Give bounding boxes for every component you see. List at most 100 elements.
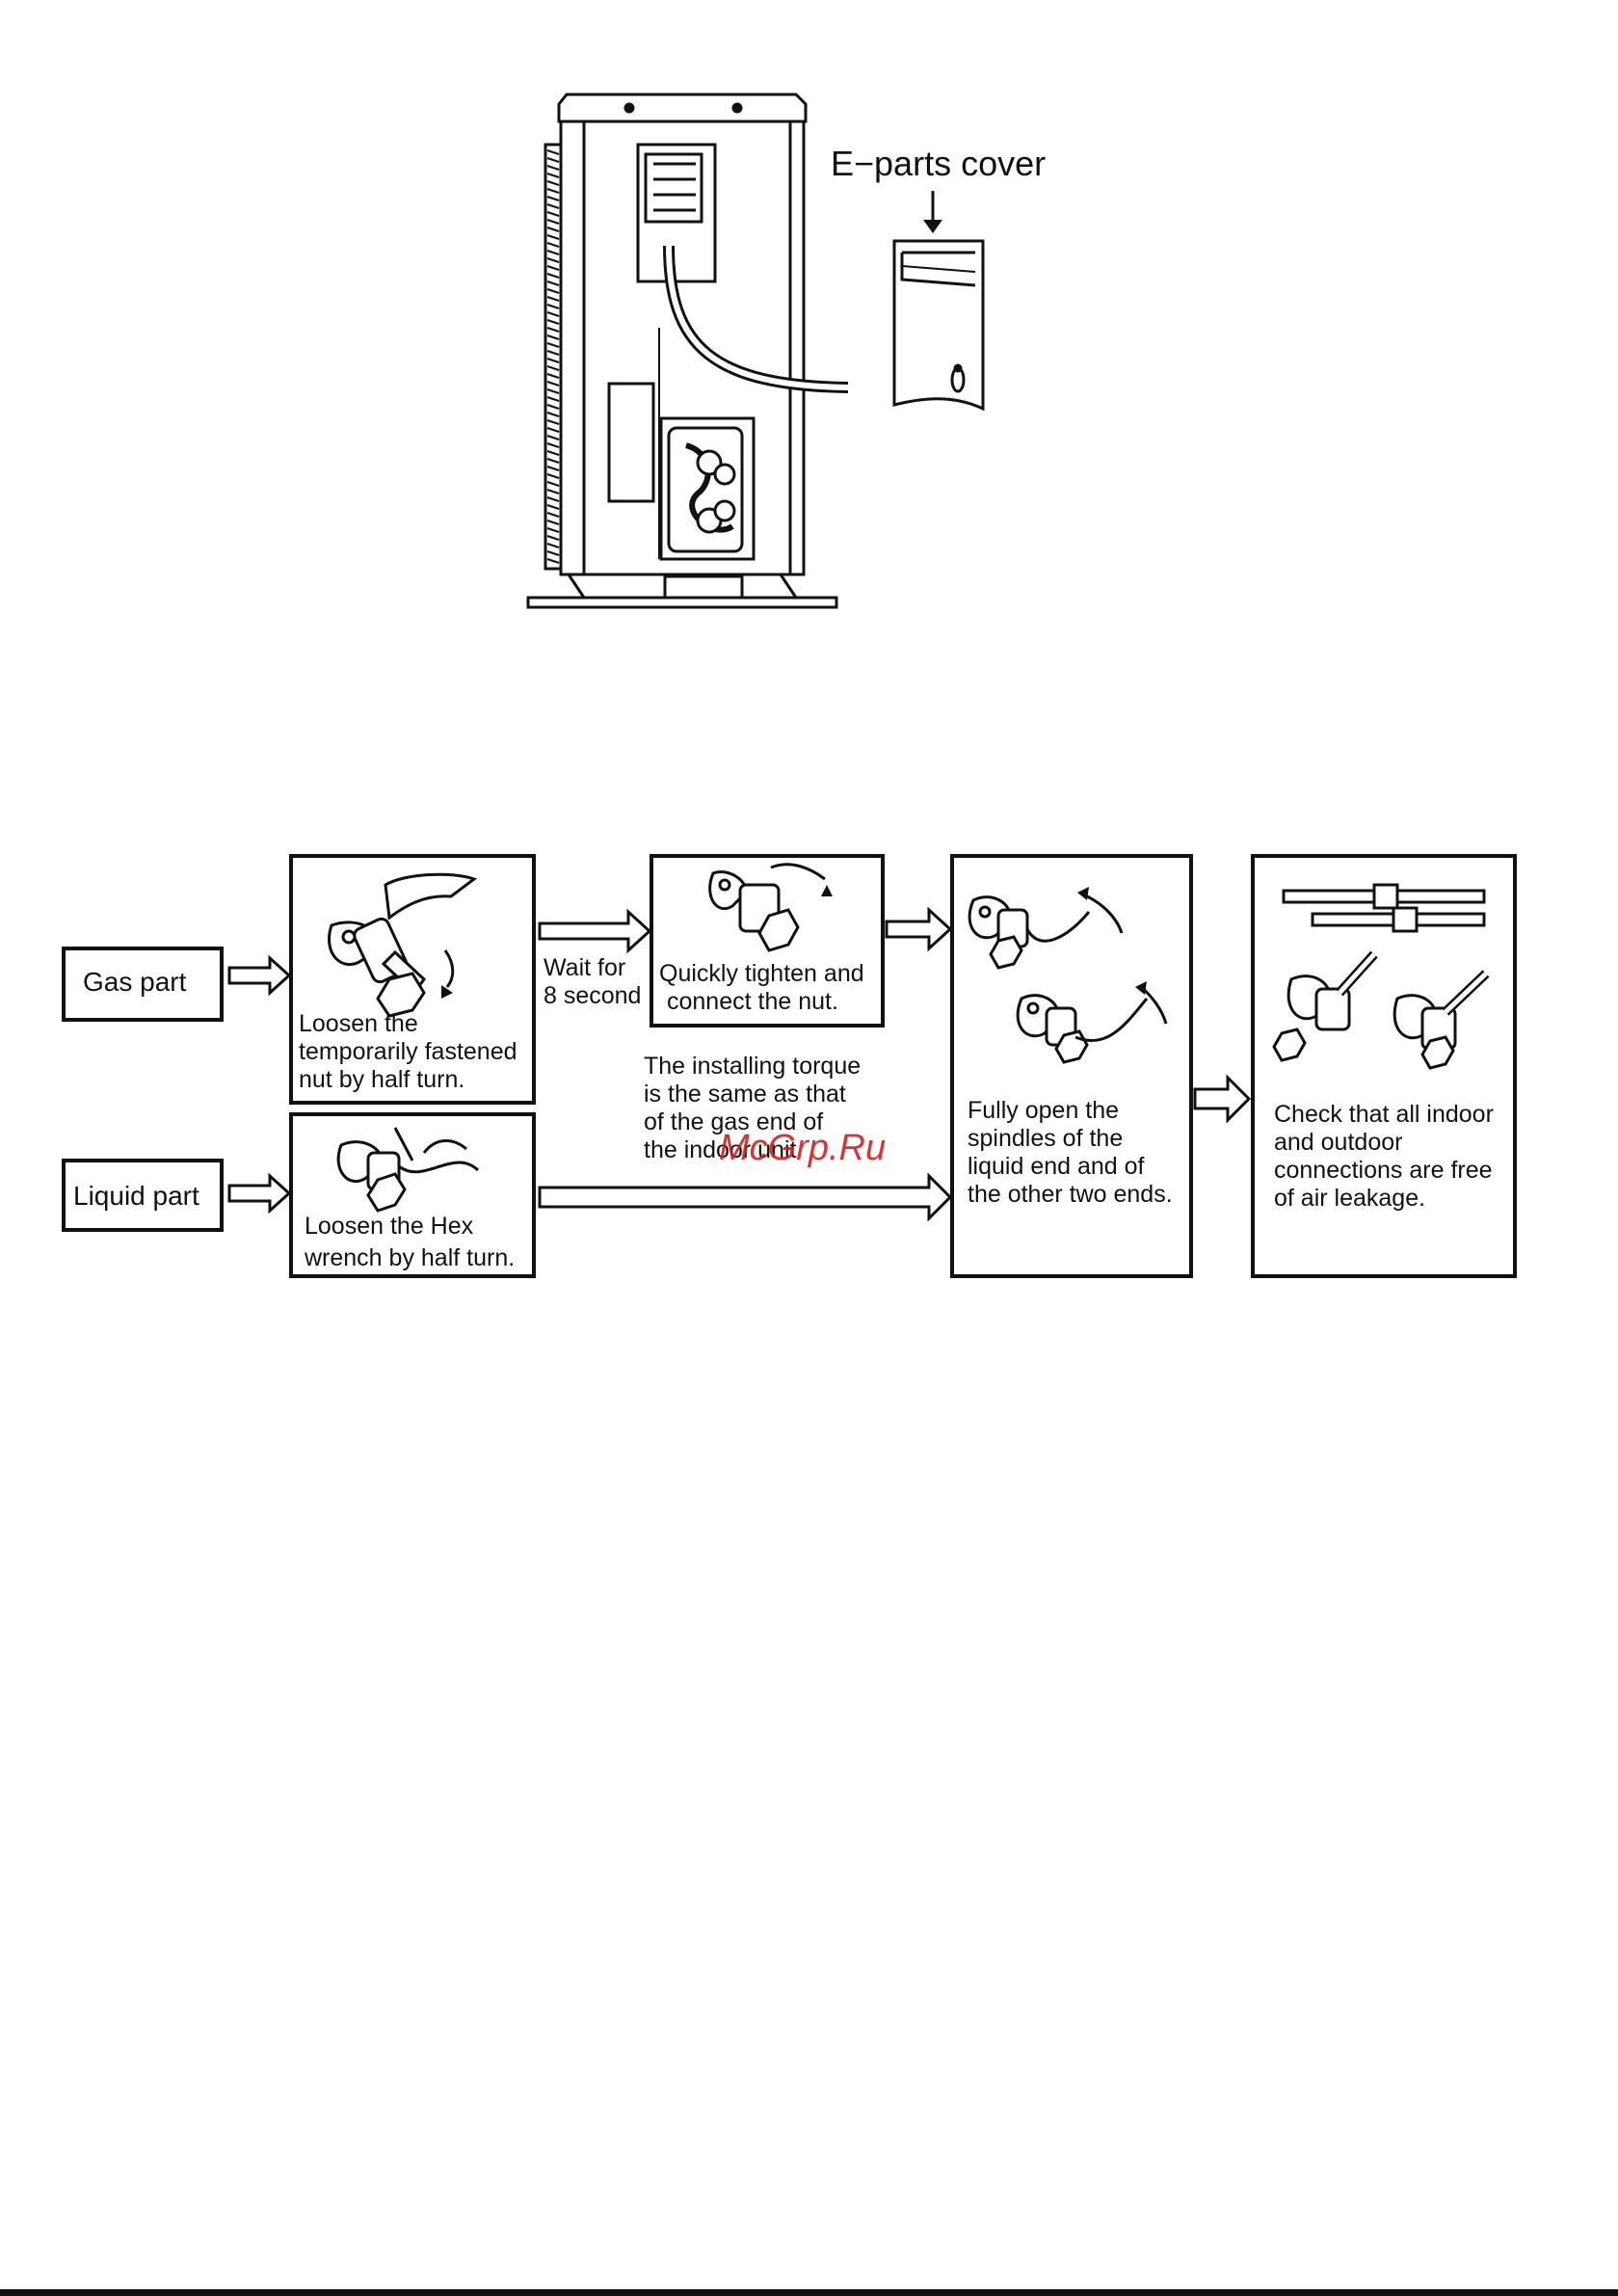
fin-line bbox=[546, 334, 560, 340]
arrow-loosen-to-tighten bbox=[538, 908, 652, 954]
fin-line bbox=[546, 358, 560, 363]
outdoor-unit-illustration bbox=[526, 93, 985, 609]
fin-line bbox=[546, 365, 560, 371]
fin-line bbox=[546, 203, 560, 209]
fin-line bbox=[546, 404, 560, 410]
fin-line bbox=[546, 481, 560, 487]
tighten-illustration bbox=[708, 863, 826, 952]
fin-line bbox=[546, 442, 560, 448]
arrow-liquid-to-open bbox=[538, 1172, 953, 1222]
fin-line bbox=[546, 450, 560, 456]
fin-line bbox=[546, 273, 560, 279]
arrow-tighten-to-open bbox=[885, 906, 953, 952]
wait-text: Wait for 8 second bbox=[544, 954, 641, 1010]
fin-line bbox=[546, 149, 560, 155]
arrow-open-to-check bbox=[1193, 1074, 1252, 1124]
fin-line bbox=[546, 419, 560, 425]
step-liquid-loosen-text: Loosen the Hex wrench by half turn. bbox=[305, 1211, 515, 1274]
step-open-line-2: spindles of the bbox=[968, 1125, 1124, 1152]
watermark: McGrp.Ru bbox=[719, 1128, 887, 1168]
fin-line bbox=[546, 219, 560, 225]
fin-line bbox=[546, 527, 560, 533]
fin-line bbox=[546, 466, 560, 471]
step-liquid-loosen-line-2: wrench by half turn. bbox=[305, 1244, 516, 1271]
gas-part-label: Gas part bbox=[83, 967, 187, 997]
fin-line bbox=[546, 227, 560, 232]
fin-line bbox=[546, 296, 560, 302]
fin-line bbox=[546, 250, 560, 255]
fin-line bbox=[546, 550, 560, 556]
fin-line bbox=[546, 280, 560, 286]
torque-line-1: The installing torque bbox=[644, 1053, 862, 1080]
page-bottom-rule bbox=[0, 2289, 1618, 2296]
fin-line bbox=[546, 373, 560, 379]
step-gas-loosen-line-2: temporarily fastened bbox=[299, 1038, 517, 1065]
fin-line bbox=[546, 412, 560, 417]
fin-line bbox=[546, 543, 560, 548]
fin-line bbox=[546, 242, 560, 248]
fin-line bbox=[546, 512, 560, 518]
fin-line bbox=[546, 319, 560, 325]
fin-line bbox=[546, 188, 560, 194]
fin-line bbox=[546, 381, 560, 387]
step-gas-loosen-text: Loosen the temporarily fastened nut by h… bbox=[299, 1010, 517, 1094]
eparts-cover-label: E−parts cover bbox=[831, 144, 1047, 183]
step-open-line-1: Fully open the bbox=[968, 1097, 1120, 1124]
fin-line bbox=[546, 327, 560, 333]
open-spindles-illustration bbox=[968, 893, 1168, 1064]
fin-line bbox=[546, 388, 560, 394]
torque-line-4: the indoor unit bbox=[644, 1136, 797, 1163]
fin-line bbox=[546, 489, 560, 494]
fin-line bbox=[546, 288, 560, 294]
step-check-line-4: of air leakage. bbox=[1274, 1185, 1426, 1212]
step-tighten-text: Quickly tighten and connect the nut. bbox=[659, 960, 864, 1016]
fin-line bbox=[546, 427, 560, 433]
fin-line bbox=[546, 350, 560, 356]
fin-line bbox=[546, 304, 560, 309]
fin-line bbox=[546, 496, 560, 502]
fin-line bbox=[546, 558, 560, 564]
step-check-line-2: and outdoor bbox=[1274, 1129, 1403, 1156]
step-liquid-loosen-box bbox=[289, 1112, 536, 1278]
fin-line bbox=[546, 396, 560, 402]
gas-part-box bbox=[62, 947, 224, 1022]
fin-line bbox=[546, 535, 560, 541]
liquid-part-label: Liquid part bbox=[73, 1181, 199, 1211]
fin-line bbox=[546, 173, 560, 178]
step-tighten-line-2: connect the nut. bbox=[667, 988, 838, 1015]
fin-hatching bbox=[546, 149, 560, 564]
step-open-line-3: liquid end and of bbox=[968, 1153, 1145, 1180]
fin-line bbox=[546, 180, 560, 186]
fin-line bbox=[546, 211, 560, 217]
torque-line-2: is the same as that bbox=[644, 1081, 846, 1108]
fin-line bbox=[546, 520, 560, 525]
hex-wrench-illustration bbox=[336, 1127, 480, 1213]
flow-arrows-and-illustrations bbox=[227, 863, 1490, 1222]
step-liquid-loosen-line-1: Loosen the Hex bbox=[305, 1213, 474, 1240]
step-check-line-3: connections are free bbox=[1274, 1157, 1493, 1184]
fin-line bbox=[546, 196, 560, 201]
fin-line bbox=[546, 473, 560, 479]
step-open-line-4: the other two ends. bbox=[968, 1181, 1173, 1208]
fin-line bbox=[546, 458, 560, 464]
fin-line bbox=[546, 342, 560, 348]
arrow-liquid-to-loosen bbox=[227, 1172, 292, 1215]
arrow-gas-to-loosen bbox=[227, 954, 292, 997]
fin-line bbox=[546, 157, 560, 163]
torque-line-3: of the gas end of bbox=[644, 1108, 824, 1135]
fin-line bbox=[546, 257, 560, 263]
step-check-line-1: Check that all indoor bbox=[1274, 1101, 1494, 1128]
liquid-part-box bbox=[62, 1159, 224, 1232]
step-gas-loosen-line-3: nut by half turn. bbox=[299, 1066, 465, 1093]
fin-line bbox=[546, 265, 560, 271]
step-open-text: Fully open the spindles of the liquid en… bbox=[968, 1097, 1173, 1209]
valve-hand-illustration bbox=[328, 872, 478, 1018]
torque-note: The installing torque is the same as tha… bbox=[644, 1053, 861, 1164]
fin-line bbox=[546, 435, 560, 441]
fin-line bbox=[546, 504, 560, 510]
leak-check-illustration bbox=[1272, 883, 1490, 1070]
fin-line bbox=[546, 165, 560, 171]
step-gas-loosen-line-1: Loosen the bbox=[299, 1010, 418, 1037]
fin-line bbox=[546, 234, 560, 240]
wait-line-1: Wait for bbox=[544, 954, 626, 981]
